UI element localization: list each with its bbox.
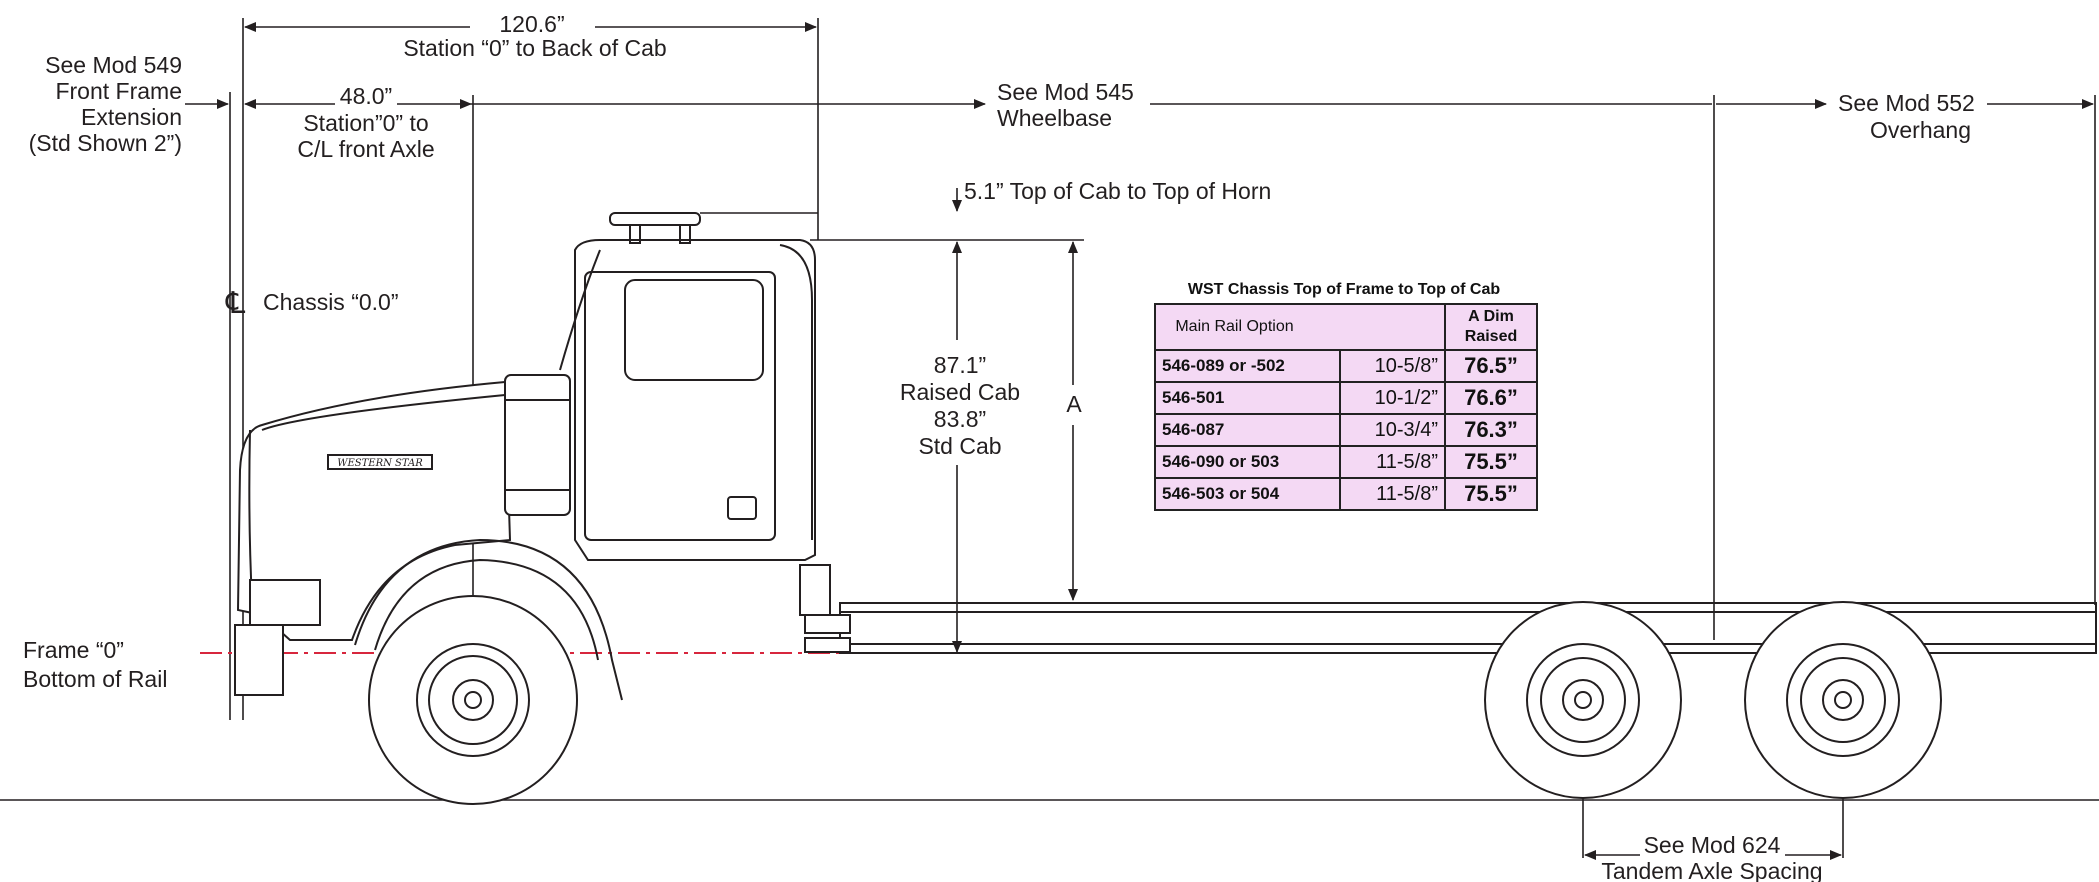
row-option: 546-089 or -502 bbox=[1153, 349, 1342, 383]
brand-badge: WESTERN STAR bbox=[337, 458, 423, 469]
header-a-dim-line-1: A Dim bbox=[1468, 308, 1514, 325]
header-main-rail-option-text: Main Rail Option bbox=[1175, 318, 1294, 335]
wheelbase-line-2: Wheelbase bbox=[997, 105, 1112, 131]
dim-front-axle-label-1: Station”0” to bbox=[303, 110, 428, 136]
door-handle bbox=[727, 496, 757, 520]
row-a-dim: 75.5” bbox=[1444, 477, 1538, 511]
row-frame-height: 10-1/2” bbox=[1339, 381, 1446, 415]
row-option: 546-087 bbox=[1153, 413, 1342, 447]
row-frame-height: 10-5/8” bbox=[1339, 349, 1446, 383]
front-ext-line-3: Extension bbox=[81, 104, 182, 130]
row-a-dim: 76.5” bbox=[1444, 349, 1538, 383]
air-horn bbox=[609, 212, 701, 226]
row-frame-height: 11-5/8” bbox=[1339, 477, 1446, 511]
dim-front-axle-value: 48.0” bbox=[340, 83, 392, 109]
row-frame-height: 11-5/8” bbox=[1339, 445, 1446, 479]
table-row: 546-503 or 504 11-5/8” 75.5” bbox=[1153, 477, 1538, 511]
table-row: 546-090 or 503 11-5/8” 75.5” bbox=[1153, 445, 1538, 479]
row-a-dim: 76.3” bbox=[1444, 413, 1538, 447]
air-cleaner bbox=[504, 374, 571, 516]
row-a-dim: 76.6” bbox=[1444, 381, 1538, 415]
rear-wheel-2 bbox=[1744, 601, 1942, 799]
hood bbox=[236, 380, 512, 641]
table-row: 546-087 10-3/4” 76.3” bbox=[1153, 413, 1538, 447]
tandem-line-2: Tandem Axle Spacing bbox=[1601, 858, 1822, 882]
centerline-symbol: ℄ bbox=[225, 286, 245, 321]
cab-door bbox=[584, 271, 776, 541]
cab-window bbox=[624, 279, 764, 381]
front-wheel bbox=[368, 595, 578, 805]
front-ext-line-4: (Std Shown 2”) bbox=[29, 130, 182, 156]
front-ext-line-1: See Mod 549 bbox=[45, 52, 182, 78]
row-option: 546-501 bbox=[1153, 381, 1342, 415]
wheelbase-line-1: See Mod 545 bbox=[997, 79, 1134, 105]
tandem-line-1: See Mod 624 bbox=[1644, 832, 1781, 858]
rear-wheel-1 bbox=[1484, 601, 1682, 799]
table-title: WST Chassis Top of Frame to Top of Cab bbox=[1187, 281, 1501, 298]
overhang-line-1: See Mod 552 bbox=[1838, 90, 1975, 116]
front-bumper bbox=[234, 624, 284, 696]
row-option: 546-503 or 504 bbox=[1153, 477, 1342, 511]
brand-badge-plate bbox=[327, 454, 433, 470]
row-a-dim: 75.5” bbox=[1444, 445, 1538, 479]
dim-back-of-cab-label: Station “0” to Back of Cab bbox=[403, 35, 666, 61]
header-main-rail-option: Main Rail Option bbox=[1154, 303, 1446, 351]
header-a-dim-line-2: Raised bbox=[1464, 328, 1518, 345]
front-fender bbox=[354, 538, 623, 701]
row-frame-height: 10-3/4” bbox=[1339, 413, 1446, 447]
mirror-arm bbox=[559, 249, 601, 371]
cab-height-line-3: 83.8” bbox=[934, 406, 986, 432]
dim-back-of-cab-value: 120.6” bbox=[499, 11, 564, 37]
truck-illustration: WESTERN STAR bbox=[234, 212, 2097, 805]
front-ext-line-2: Front Frame bbox=[55, 78, 182, 104]
dim-front-axle-label-2: C/L front Axle bbox=[297, 136, 434, 162]
cab-step bbox=[799, 564, 831, 616]
horn-label: 5.1” Top of Cab to Top of Horn bbox=[964, 178, 1271, 204]
a-dim-label: A bbox=[1066, 391, 1082, 417]
row-option: 546-090 or 503 bbox=[1153, 445, 1342, 479]
cab-height-line-2: Raised Cab bbox=[900, 379, 1020, 405]
table-row: 546-501 10-1/2” 76.6” bbox=[1153, 381, 1538, 415]
cab-height-line-1: 87.1” bbox=[934, 352, 986, 378]
table-row: 546-089 or -502 10-5/8” 76.5” bbox=[1153, 349, 1538, 383]
cab-height-line-4: Std Cab bbox=[918, 433, 1001, 459]
cab bbox=[574, 239, 816, 561]
rail-option-table: WST Chassis Top of Frame to Top of Cab M… bbox=[1153, 281, 1538, 511]
frame-zero-line-1: Frame “0” bbox=[23, 637, 124, 663]
chassis-zero-label: Chassis “0.0” bbox=[263, 289, 398, 315]
overhang-line-2: Overhang bbox=[1870, 117, 1971, 143]
frame-zero-line-2: Bottom of Rail bbox=[23, 666, 167, 692]
